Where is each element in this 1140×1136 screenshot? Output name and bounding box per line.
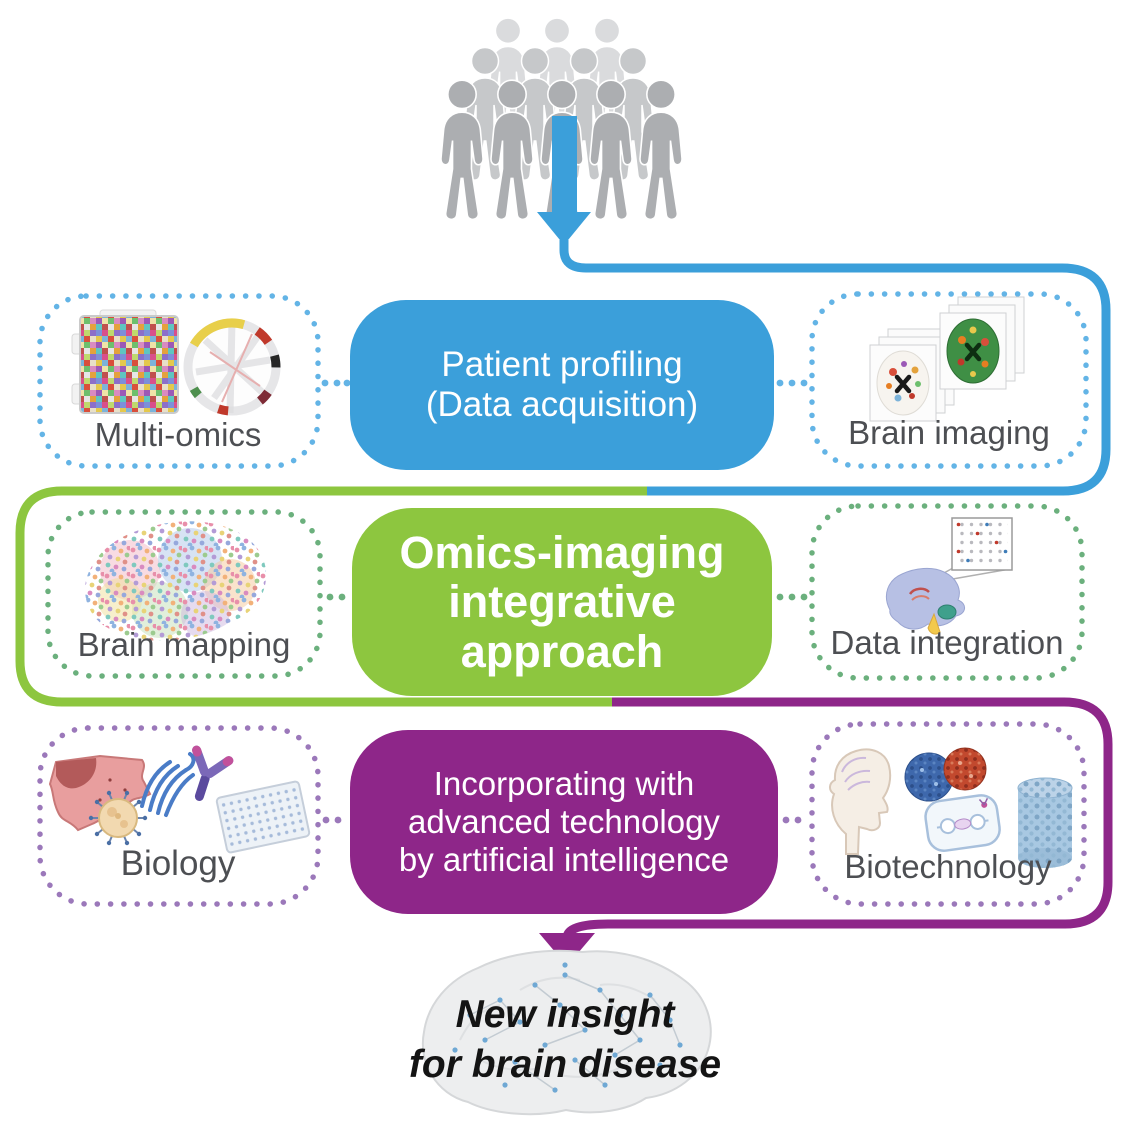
biology-label: Biology — [120, 844, 236, 883]
microplate-icon — [215, 780, 311, 854]
brain-sagittal-icon — [886, 567, 965, 635]
virus-icon — [88, 790, 148, 846]
brain-network-icon — [421, 949, 712, 1116]
biology-dotted-box — [37, 725, 321, 907]
circos-plot-icon — [183, 318, 281, 416]
outcome-arrowhead-icon — [539, 933, 595, 966]
connector-blue — [559, 240, 1111, 496]
connector-purple — [562, 697, 1113, 939]
data-integration-label: Data integration — [830, 624, 1064, 661]
tissue-mosaic-icon — [71, 309, 179, 414]
down-arrow-icon — [537, 116, 591, 245]
pointillist-brain-icon — [85, 521, 267, 641]
multi-omics-label: Multi-omics — [94, 416, 262, 453]
protein-ribbon-icon — [140, 752, 196, 817]
biotechnology-dotted-box — [809, 721, 1087, 907]
dotted-connectors — [321, 379, 808, 824]
microfluidic-chip-icon — [924, 794, 1001, 852]
antibody-icon — [192, 745, 234, 801]
omics-imaging-approach-box: Omics-imaging integrative approach — [352, 508, 772, 696]
brain-imaging-dotted-box — [809, 291, 1089, 469]
data-integration-dotted-box — [809, 503, 1085, 681]
data-matrix-icon — [923, 517, 1013, 585]
organoids-icon — [904, 747, 987, 802]
brain-mapping-dotted-box — [45, 509, 323, 679]
brain-imaging-label: Brain imaging — [848, 414, 1050, 451]
biotechnology-label: Biotechnology — [844, 848, 1052, 885]
scaffold-cylinder-icon — [1017, 777, 1073, 868]
patient-profiling-box: Patient profiling (Data acquisition) — [350, 300, 774, 470]
brain-mapping-label: Brain mapping — [77, 626, 291, 663]
head-profile-icon — [829, 748, 892, 855]
connector-green — [15, 486, 647, 707]
multi-omics-dotted-box — [37, 293, 321, 469]
outcome-caption: New insight for brain disease — [408, 993, 722, 1086]
pet-slice-stack-icon — [939, 296, 1025, 390]
advanced-technology-box: Incorporating with advanced technology b… — [350, 730, 778, 914]
